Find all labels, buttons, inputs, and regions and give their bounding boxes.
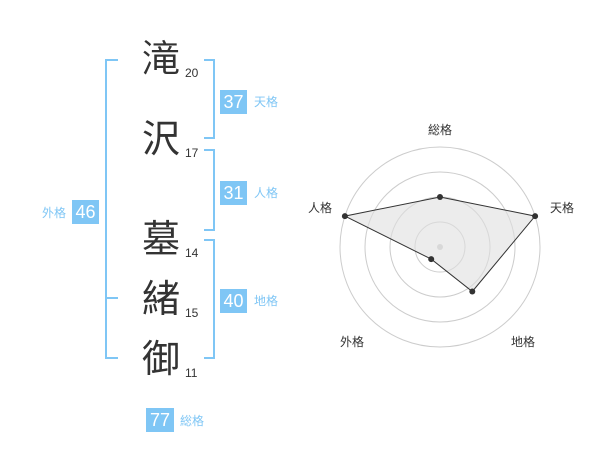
gaikaku-bracket <box>105 59 118 359</box>
radar-label-jinkaku: 人格 <box>308 201 333 215</box>
jinkaku-value: 31 <box>220 181 247 205</box>
radar-ring <box>364 171 516 323</box>
gaikaku-label: 外格 <box>42 206 67 220</box>
chikaku-label: 地格 <box>254 294 279 308</box>
name-char-3: 墓 <box>142 217 181 261</box>
stroke-count-3: 14 <box>185 246 199 260</box>
name-char-4: 緒 <box>142 277 181 321</box>
jinkaku-bracket <box>204 149 215 231</box>
radar-ring <box>339 146 541 348</box>
radar-point-5 <box>341 213 348 220</box>
jinkaku-label: 人格 <box>254 186 279 200</box>
soukaku-label: 総格 <box>180 414 205 428</box>
radar-label-soukaku: 総格 <box>428 123 453 137</box>
radar-point-3 <box>469 288 476 295</box>
stroke-count-5: 11 <box>185 366 198 380</box>
chikaku-value: 40 <box>220 289 247 313</box>
tenkaku-bracket <box>204 59 215 139</box>
name-char-1: 滝 <box>142 37 181 81</box>
radar-polygon <box>343 196 537 293</box>
gaikaku-value: 46 <box>72 200 99 224</box>
name-char-5: 御 <box>142 337 181 381</box>
radar-point-4 <box>428 256 435 263</box>
radar-label-chikaku: 地格 <box>511 335 536 349</box>
radar-point-2 <box>532 213 539 220</box>
soukaku-value: 77 <box>146 408 174 432</box>
radar-point-1 <box>437 194 443 200</box>
tenkaku-label: 天格 <box>254 95 279 109</box>
chikaku-bracket <box>204 239 215 359</box>
stroke-count-4: 15 <box>185 306 199 320</box>
radar-label-tenkaku: 天格 <box>550 201 575 215</box>
tenkaku-value: 37 <box>220 90 247 114</box>
stroke-count-2: 17 <box>185 146 199 160</box>
stroke-count-1: 20 <box>185 66 199 80</box>
name-char-2: 沢 <box>142 117 181 161</box>
radar-label-gaikaku: 外格 <box>340 335 365 349</box>
